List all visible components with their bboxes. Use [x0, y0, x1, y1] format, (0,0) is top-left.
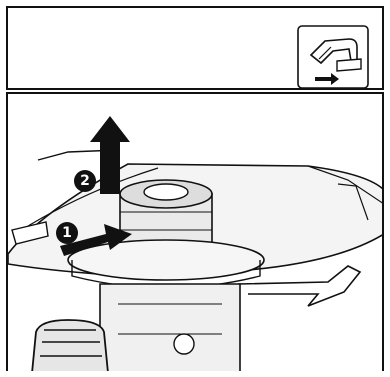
- catch-release-icon: [297, 25, 369, 89]
- illustration-panel: 1 2: [6, 92, 384, 371]
- step-2-label: 2: [74, 170, 96, 192]
- header-panel: [6, 6, 384, 90]
- step-1-label: 1: [56, 222, 78, 244]
